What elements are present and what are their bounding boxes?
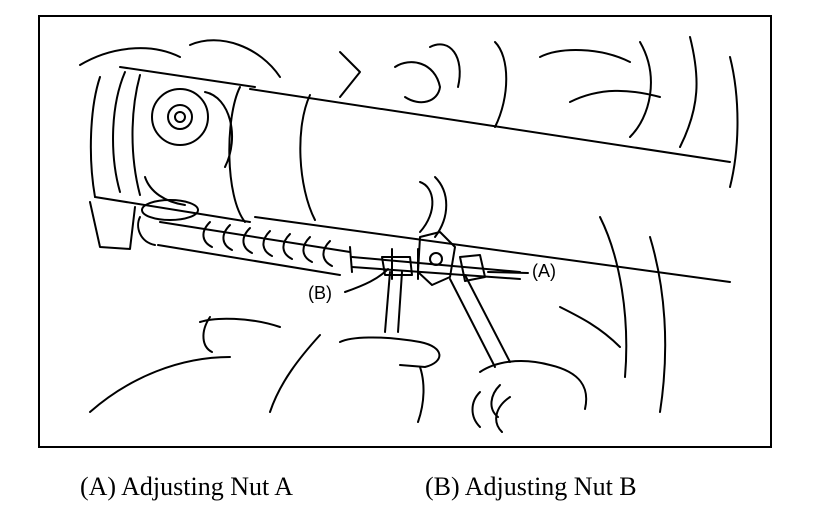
caption-nut-b: (B) Adjusting Nut B (425, 472, 637, 501)
caption-nut-a: (A) Adjusting Nut A (80, 472, 294, 501)
illustration-frame: (A) (B) (38, 15, 772, 448)
callout-label-b: (B) (308, 283, 332, 303)
callout-label-a: (A) (532, 261, 556, 281)
line-drawing-adjusting-nuts (79, 36, 739, 433)
